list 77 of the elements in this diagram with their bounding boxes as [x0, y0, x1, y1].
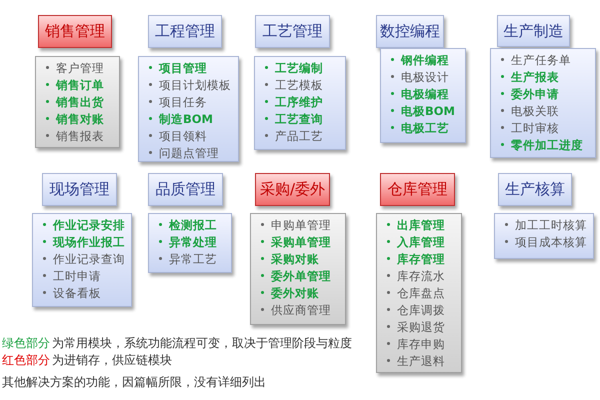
- item-panel: [250, 213, 346, 325]
- list-item: 问题点管理: [147, 145, 219, 162]
- list-item: 采购对账: [259, 251, 319, 268]
- module-header: 现场管理: [42, 173, 117, 206]
- list-item: 设备看板: [41, 285, 101, 302]
- list-item: 电极关联: [499, 103, 559, 120]
- list-item: 检测报工: [157, 217, 217, 234]
- item-panel: [35, 56, 120, 148]
- list-item: 出库管理: [385, 217, 445, 234]
- list-item: 入库管理: [385, 234, 445, 251]
- list-item: 项目管理: [147, 60, 207, 77]
- list-item: 电极设计: [389, 69, 449, 86]
- list-item: 客户管理: [44, 60, 104, 77]
- list-item: 制造BOM: [147, 111, 213, 128]
- list-item: 项目任务: [147, 94, 207, 111]
- list-item: 库存流水: [385, 268, 445, 285]
- note-text: 其他解决方案的功能，因篇幅所限，没有详细列出: [2, 374, 266, 391]
- list-item: 申购单管理: [259, 217, 331, 234]
- list-item: 工艺编制: [263, 60, 323, 77]
- list-item: 异常处理: [157, 234, 217, 251]
- list-item: 电极BOM: [389, 103, 455, 120]
- item-panel: [254, 56, 346, 150]
- list-item: 工时申请: [41, 268, 101, 285]
- item-panel: [138, 56, 239, 162]
- list-item: 采购退货: [385, 319, 445, 336]
- list-item: 异常工艺: [157, 251, 217, 268]
- list-item: 生产任务单: [499, 52, 571, 69]
- module-header: 品质管理: [148, 173, 223, 206]
- list-item: 销售订单: [44, 77, 104, 94]
- list-item: 工艺查询: [263, 111, 323, 128]
- item-panel: [376, 213, 462, 373]
- note-text: 为常用模块，系统功能流程可变，取决于管理阶段与粒度: [52, 335, 352, 352]
- list-item: 仓库盘点: [385, 285, 445, 302]
- list-item: 现场作业报工: [41, 234, 125, 251]
- list-item: 项目领料: [147, 128, 207, 145]
- module-header: 销售管理: [38, 15, 112, 48]
- item-panel: [494, 213, 594, 259]
- list-item: 产品工艺: [263, 128, 323, 145]
- list-item: 工序维护: [263, 94, 323, 111]
- list-item: 项目成本核算: [503, 234, 587, 251]
- module-header: 工艺管理: [255, 15, 330, 48]
- list-item: 生产退料: [385, 353, 445, 370]
- list-item: 电极编程: [389, 86, 449, 103]
- list-item: 销售出货: [44, 94, 104, 111]
- list-item: 库存申购: [385, 336, 445, 353]
- list-item: 作业记录安排: [41, 217, 125, 234]
- list-item: 采购单管理: [259, 234, 331, 251]
- module-header: 采购/委外: [255, 173, 330, 206]
- list-item: 零件加工进度: [499, 137, 583, 154]
- list-item: 委外单管理: [259, 268, 331, 285]
- list-item: 生产报表: [499, 69, 559, 86]
- module-header: 生产制造: [497, 15, 570, 47]
- item-panel: [380, 48, 466, 143]
- list-item: 工时审核: [499, 120, 559, 137]
- list-item: 仓库调拨: [385, 302, 445, 319]
- list-item: 供应商管理: [259, 302, 331, 319]
- list-item: 工艺模板: [263, 77, 323, 94]
- list-item: 销售报表: [44, 128, 104, 145]
- item-panel: [148, 213, 232, 273]
- list-item: 项目计划模板: [147, 77, 231, 94]
- note-text: 为进销存，供应链模块: [52, 352, 172, 369]
- item-panel: [32, 213, 132, 307]
- module-header: 数控编程: [376, 15, 444, 48]
- list-item: 库存管理: [385, 251, 445, 268]
- list-item: 委外对账: [259, 285, 319, 302]
- list-item: 钢件编程: [389, 52, 449, 69]
- list-item: 委外申请: [499, 86, 559, 103]
- list-item: 销售对账: [44, 111, 104, 128]
- note-keyword: 绿色部分: [2, 335, 50, 352]
- list-item: 作业记录查询: [41, 251, 125, 268]
- module-header: 生产核算: [498, 173, 572, 206]
- module-header: 工程管理: [148, 15, 222, 48]
- item-panel: [490, 48, 596, 158]
- list-item: 加工工时核算: [503, 217, 587, 234]
- module-header: 仓库管理: [380, 173, 455, 206]
- list-item: 电极工艺: [389, 120, 449, 137]
- note-keyword: 红色部分: [2, 352, 50, 369]
